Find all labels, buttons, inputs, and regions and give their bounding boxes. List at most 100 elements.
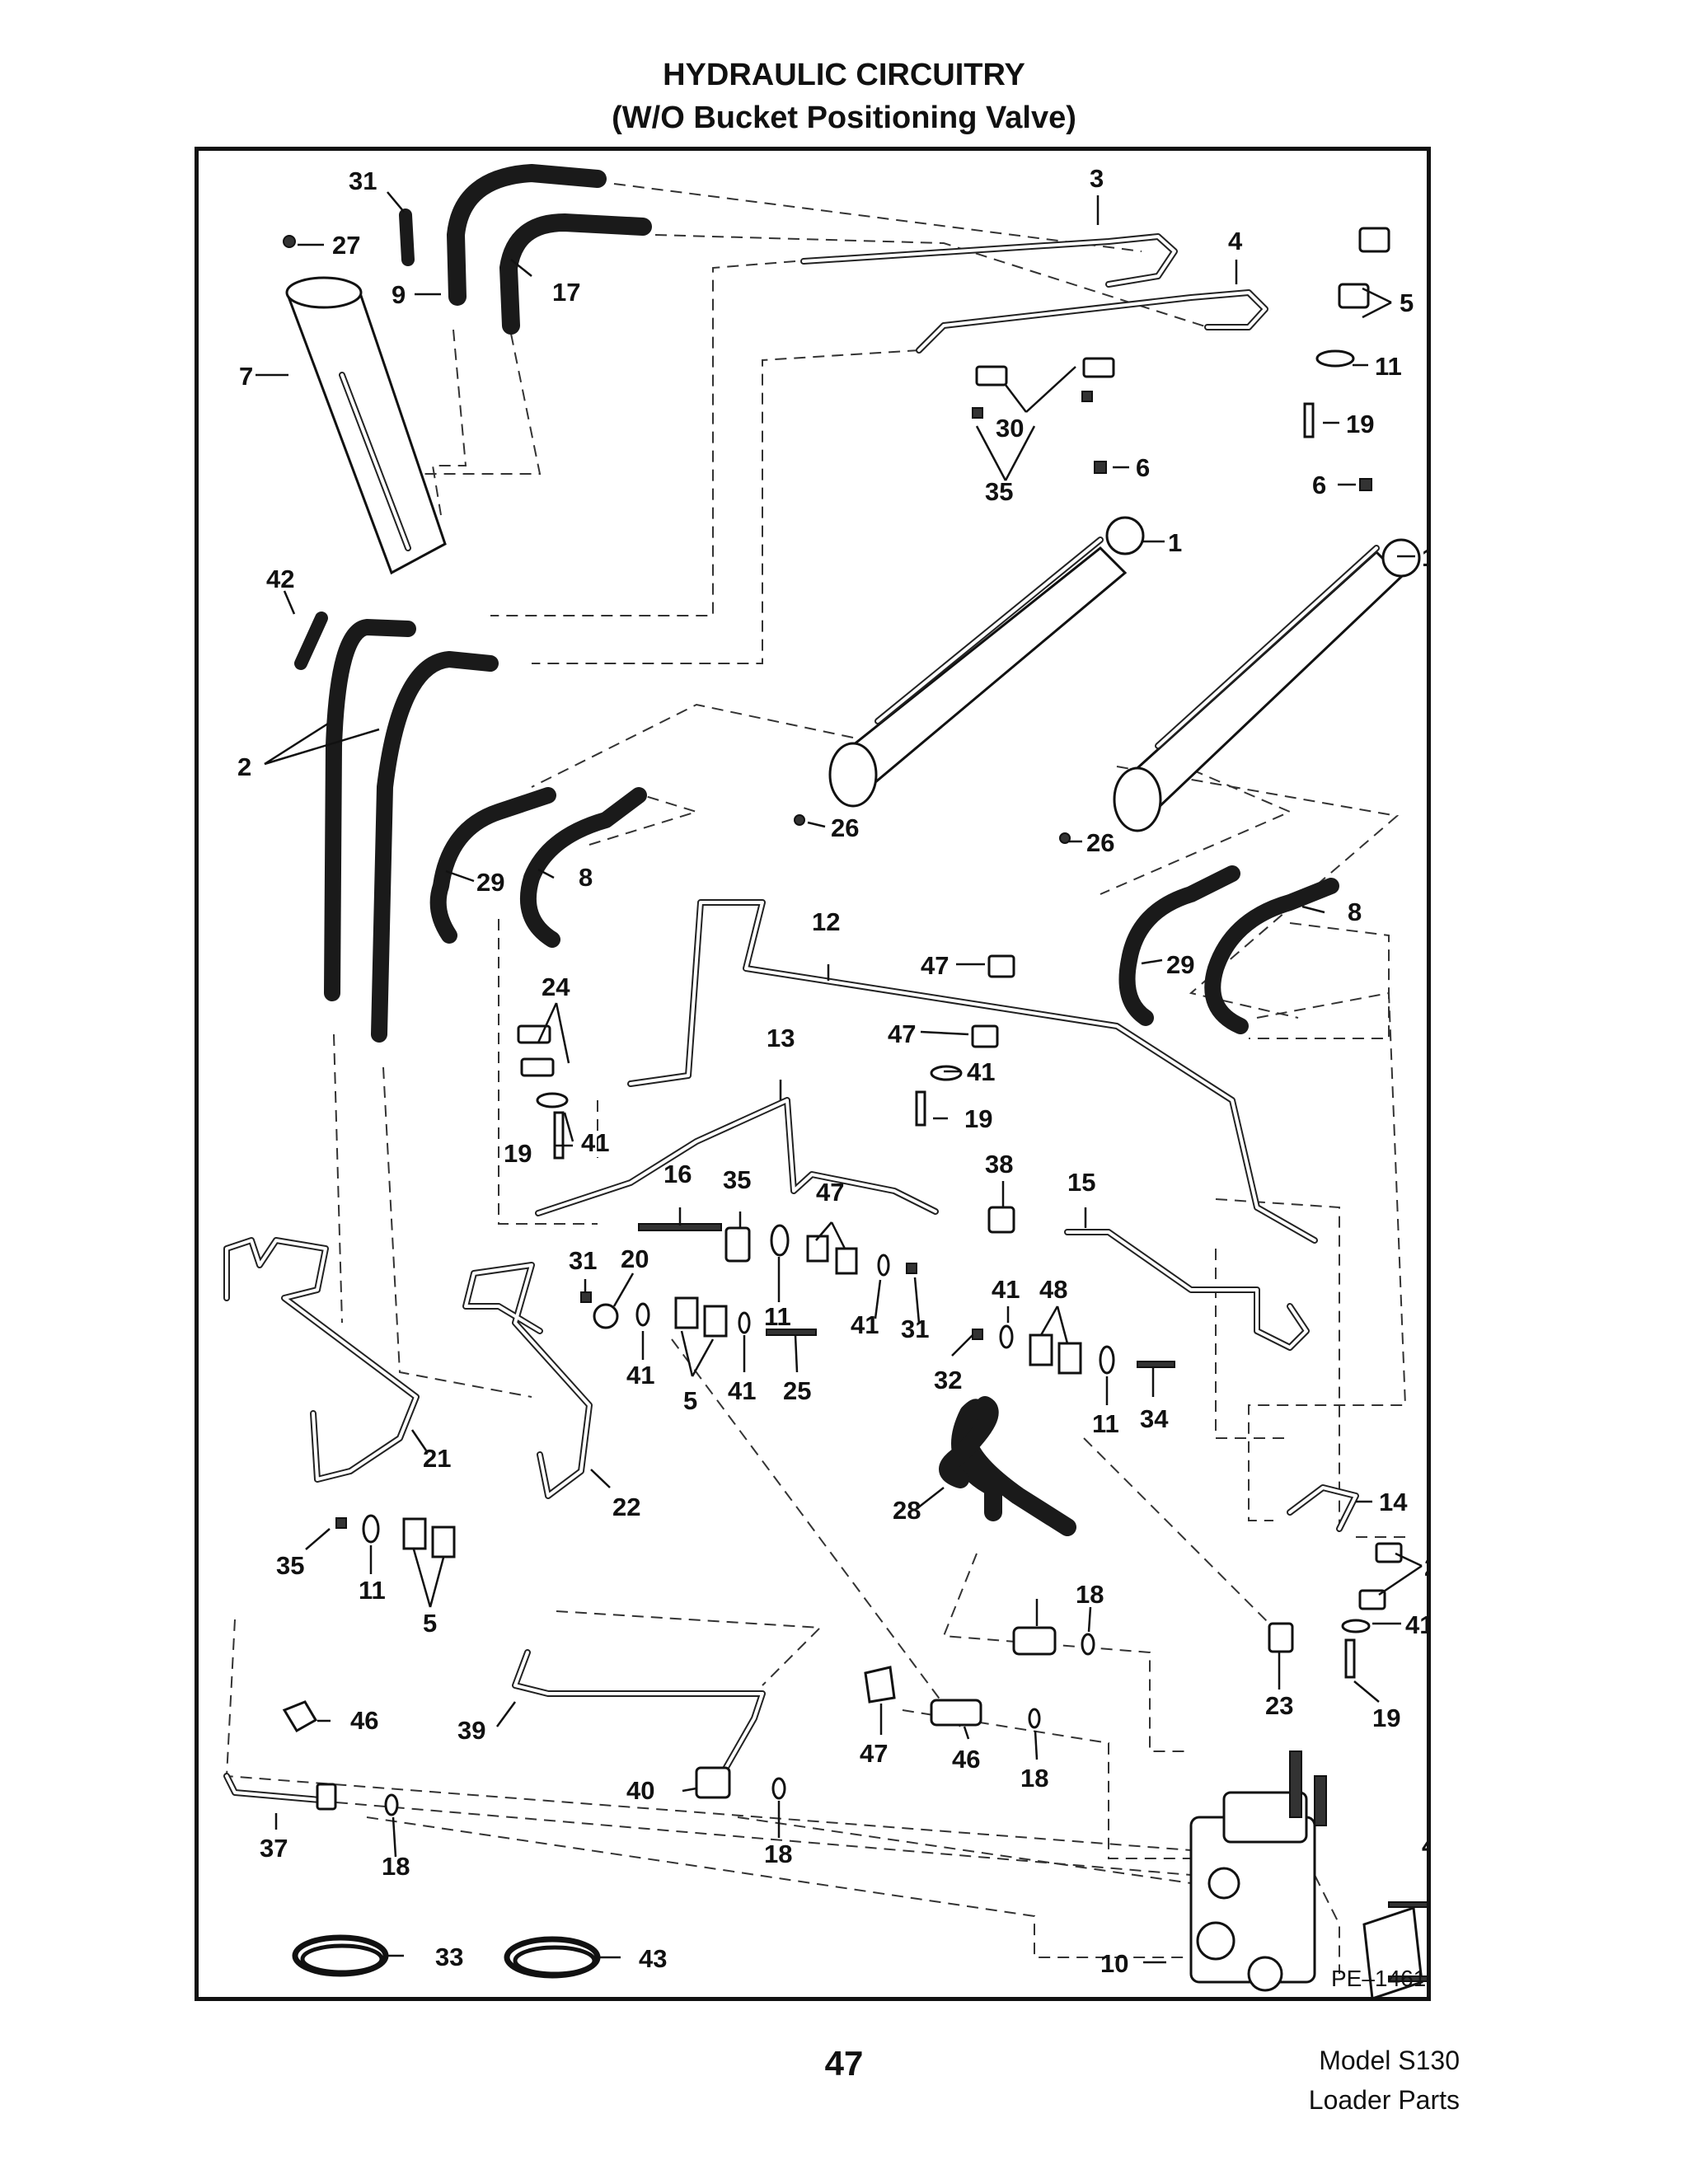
callout-3: 3 [1090,164,1104,193]
callout-45: 46 [952,1745,980,1774]
callout-31-b: 31 [901,1315,929,1343]
page-subtitle: (W/O Bucket Positioning Valve) [612,101,1076,135]
hose-2a [324,619,416,1001]
callout-1-right: 1 [1422,543,1427,572]
callout-37: 37 [260,1834,288,1863]
tilt-cylinder [285,276,447,575]
hose-32 [399,209,415,266]
leader-lines [256,191,1423,1964]
callout-17: 17 [552,278,580,307]
callout-32: 31 [349,166,377,195]
callout-18-a: 18 [1076,1580,1104,1609]
tube-15 [1064,1229,1310,1351]
callout-18-d: 18 [382,1852,410,1881]
callout-39: 39 [457,1716,485,1745]
lift-cylinder-left [828,516,1145,808]
callout-46-b: 47 [860,1739,888,1768]
callout-41-d: 41 [992,1275,1020,1304]
callout-15: 15 [1067,1168,1095,1197]
hose-29-right [1118,865,1240,1026]
callout-47-d: 48 [1039,1275,1067,1304]
callout-38: 38 [985,1150,1013,1179]
diagram-frame: 31 27 9 17 7 3 4 5 11 19 30 35 6 6 1 1 4… [195,147,1431,2001]
callout-31-a: 31 [569,1246,597,1275]
tube-21 [223,1237,420,1483]
callout-27: 27 [332,231,360,260]
tube-3 [800,233,1178,288]
callout-33: 33 [435,1943,463,1971]
page-title: HYDRAULIC CIRCUITRY [663,58,1025,92]
hose-coil-43 [504,1936,601,1979]
callout-6-left: 6 [1136,453,1150,482]
callout-20: 20 [621,1244,649,1273]
callout-10: 10 [1100,1949,1128,1978]
tube-13 [535,1097,939,1216]
footer-section: Loader Parts [1308,2085,1460,2115]
callout-11-b: 11 [764,1302,791,1331]
callout-26-right: 26 [1086,828,1114,857]
callout-14: 14 [1379,1488,1408,1516]
tube-37 [223,1773,333,1804]
callout-8-left: 8 [579,863,593,892]
lift-cylinder-right [1113,538,1421,832]
callout-47-b: 47 [888,1019,916,1048]
hose-42 [294,612,328,670]
tube-14 [1287,1484,1359,1532]
callout-41-f: 41 [728,1376,756,1405]
callout-24-left: 24 [542,972,570,1001]
hose-28 [951,1399,1076,1536]
callout-24-right: 24 [1424,1553,1427,1582]
callout-31-c: 32 [934,1366,962,1394]
callout-41-a: 41 [967,1057,995,1086]
hose-8-left [519,787,647,948]
callout-8-right: 8 [1348,898,1362,926]
callout-9: 9 [392,280,406,309]
callout-46-a: 46 [350,1706,378,1735]
callout-42: 42 [266,565,294,593]
tube-4 [916,289,1268,354]
hose-29-left [429,787,556,944]
callout-25: 25 [783,1376,811,1405]
callout-6-right: 6 [1312,471,1326,499]
hose-17 [499,213,652,335]
callout-12: 12 [812,907,840,936]
callout-11-top: 11 [1375,352,1402,381]
callout-36: 35 [723,1165,751,1194]
hose-28-loop [939,1396,999,1488]
callout-40: 40 [626,1776,654,1805]
fittings [282,227,1427,1982]
hose-9 [447,164,607,306]
callout-11-d: 11 [359,1576,386,1605]
callout-18-c: 18 [764,1840,792,1868]
callout-4: 4 [1228,227,1243,255]
hoses [294,164,1339,1536]
tube-12 [627,899,1318,1244]
callout-35-bottom: 35 [276,1551,304,1580]
callout-19-d: 19 [1372,1704,1400,1732]
callout-5-top: 5 [1400,288,1414,317]
hose-8-right [1204,878,1339,1034]
callout-13: 13 [767,1024,795,1052]
callout-1-left: 1 [1168,528,1182,557]
callout-41-g: 41 [1405,1610,1427,1639]
callout-41-e: 41 [626,1361,654,1390]
callout-29-left: 29 [476,868,504,897]
page-number: 47 [824,2044,864,2083]
callout-44: 45 [1422,1831,1427,1860]
callout-34: 34 [1140,1404,1169,1433]
callout-28: 28 [893,1496,921,1525]
control-valve [1189,1750,1423,1997]
callout-26-left: 26 [831,813,859,842]
callout-35-top: 35 [985,477,1013,506]
callout-23: 23 [1265,1691,1293,1720]
callout-5-bottom: 5 [423,1609,437,1638]
callout-41-b: 41 [581,1128,609,1157]
tube-22 [462,1262,593,1499]
callout-41-c: 41 [851,1310,879,1339]
hydraulic-circuit-diagram: 31 27 9 17 7 3 4 5 11 19 30 35 6 6 1 1 4… [223,164,1427,1997]
callouts: 31 27 9 17 7 3 4 5 11 19 30 35 6 6 1 1 4… [237,164,1427,1991]
callout-2: 2 [237,752,251,781]
callout-19-c: 19 [504,1139,532,1168]
callout-21: 21 [423,1444,451,1473]
callout-30: 30 [996,414,1024,443]
